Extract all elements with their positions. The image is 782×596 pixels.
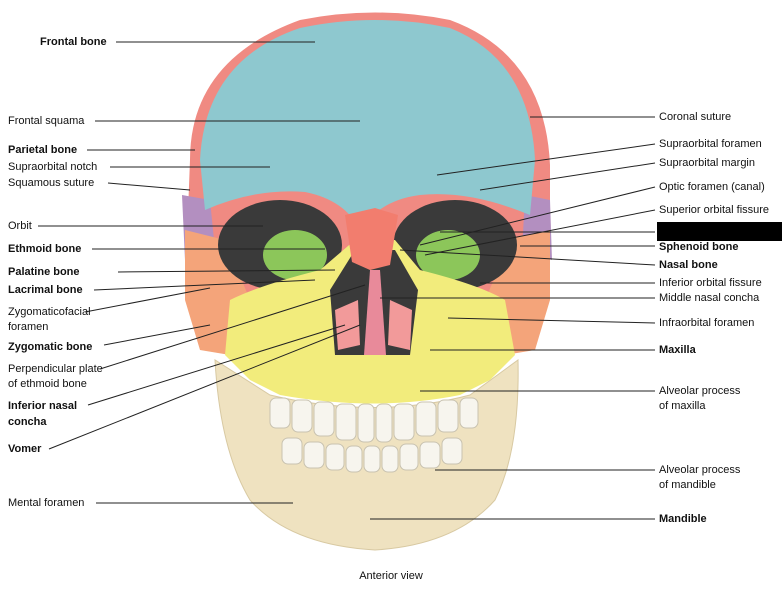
label-alveolar-process-maxilla-1: Alveolar process xyxy=(659,385,741,397)
label-supraorbital-margin: Supraorbital margin xyxy=(659,157,755,169)
label-frontal-squama: Frontal squama xyxy=(8,115,85,127)
label-alveolar-process-mandible-1: Alveolar process xyxy=(659,464,741,476)
label-concha: concha xyxy=(8,416,47,428)
inferior-nasal-concha-right xyxy=(388,300,412,350)
label-coronal-suture: Coronal suture xyxy=(659,111,732,123)
ethmoid-left xyxy=(263,230,327,280)
label-mandible: Mandible xyxy=(659,513,707,525)
label-orbit: Orbit xyxy=(8,220,32,232)
label-frontal-bone: Frontal bone xyxy=(40,36,107,48)
label-supraorbital-notch: Supraorbital notch xyxy=(8,161,98,173)
label-alveolar-process-mandible-2: of mandible xyxy=(659,479,716,491)
lower-teeth xyxy=(281,437,463,473)
label-infraorbital-foramen: Infraorbital foramen xyxy=(659,317,755,329)
label-supraorbital-foramen: Supraorbital foramen xyxy=(659,138,762,150)
upper-teeth xyxy=(269,397,479,443)
redacted-label-box xyxy=(657,222,782,241)
label-zygomaticofacial: Zygomaticofacial xyxy=(8,306,91,318)
leader-lines xyxy=(38,41,656,520)
inferior-nasal-concha-left xyxy=(335,300,360,350)
label-vomer: Vomer xyxy=(8,443,42,455)
label-nasal-bone: Nasal bone xyxy=(659,259,718,271)
label-sphenoid-bone: Sphenoid bone xyxy=(659,241,739,253)
label-zygomatic-bone: Zygomatic bone xyxy=(8,341,93,353)
label-foramen: foramen xyxy=(8,321,49,333)
label-alveolar-process-maxilla-2: of maxilla xyxy=(659,400,706,412)
label-perpendicular-plate: Perpendicular plate xyxy=(8,363,103,375)
nasal-bones xyxy=(345,208,398,270)
label-inferior-orbital-fissure: Inferior orbital fissure xyxy=(659,277,762,289)
label-palatine-bone: Palatine bone xyxy=(8,266,80,278)
label-inferior-nasal: Inferior nasal xyxy=(8,400,78,412)
label-ethmoid-bone: Ethmoid bone xyxy=(8,243,82,255)
frontal-bone xyxy=(200,20,535,230)
label-lacrimal-bone: Lacrimal bone xyxy=(8,284,83,296)
label-of-ethmoid-bone: of ethmoid bone xyxy=(8,378,87,390)
label-superior-orbital-fissure: Superior orbital fissure xyxy=(659,204,770,216)
label-squamous-suture: Squamous suture xyxy=(8,177,95,189)
label-middle-nasal-concha: Middle nasal concha xyxy=(659,292,760,304)
figure-caption: Anterior view xyxy=(359,570,423,582)
label-maxilla: Maxilla xyxy=(659,344,696,356)
label-parietal-bone: Parietal bone xyxy=(8,144,78,156)
nasal-septum xyxy=(364,270,386,355)
label-optic-foramen: Optic foramen (canal) xyxy=(659,181,765,193)
label-mental-foramen: Mental foramen xyxy=(8,497,85,509)
